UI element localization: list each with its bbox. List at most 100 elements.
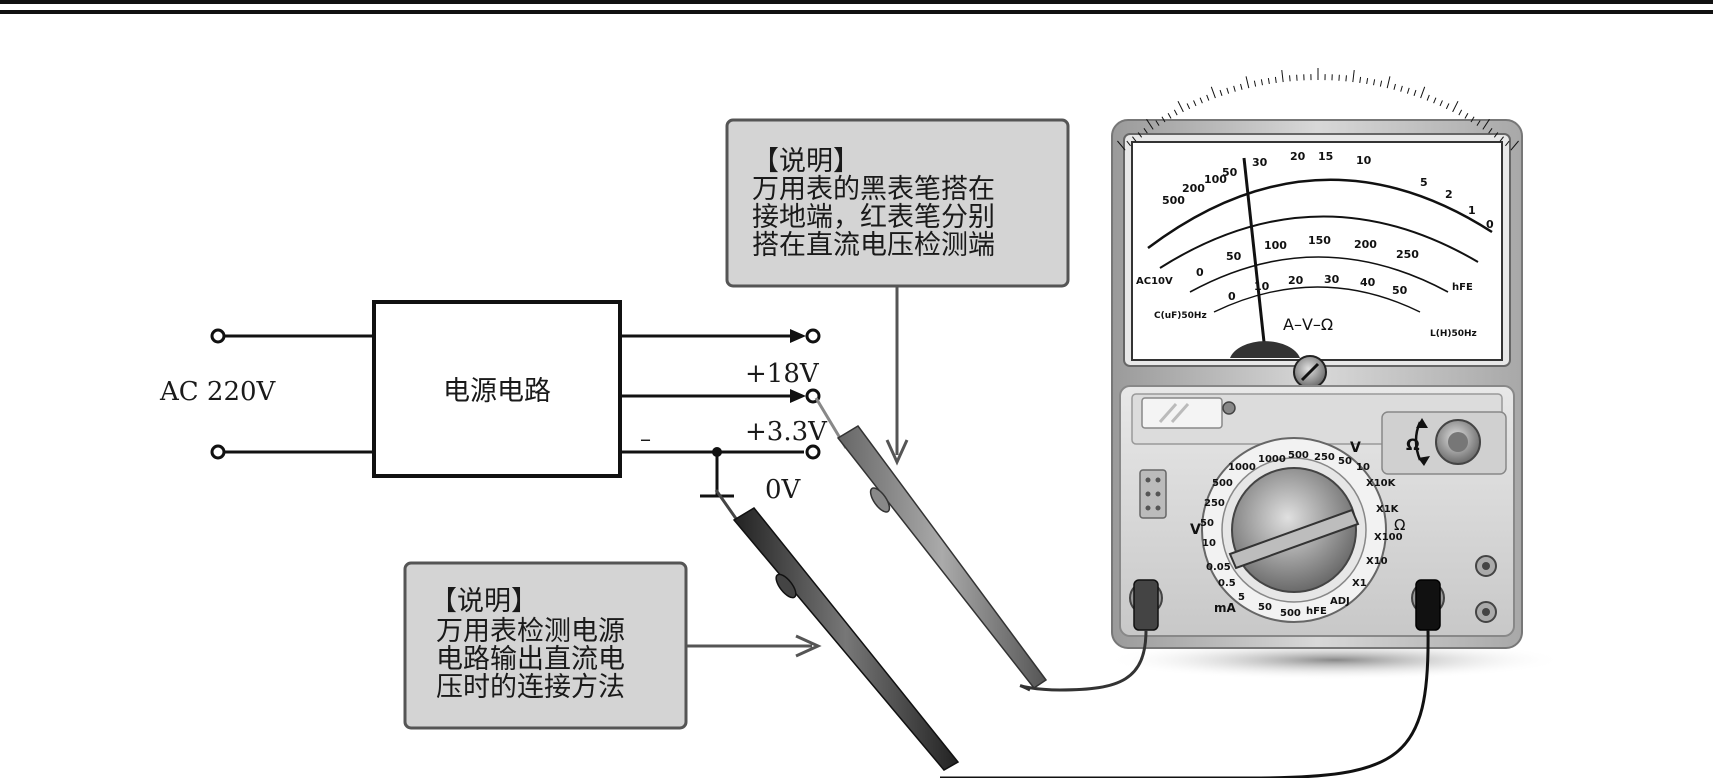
scale-tick (1393, 83, 1396, 90)
scale-tick (1439, 100, 1443, 107)
svg-text:hFE: hFE (1306, 606, 1327, 617)
ohm-scale-arc (1147, 178, 1493, 249)
scale-tick (1420, 86, 1426, 99)
scale-tick (1137, 132, 1143, 138)
lead-wire-gray (1018, 629, 1148, 692)
scale-tick (1379, 80, 1383, 87)
note-top-line-2: 接地端，红表笔分别 (752, 202, 995, 233)
scale-tick (1488, 128, 1493, 134)
input-terminal-top (210, 328, 226, 344)
scale-tick (1452, 100, 1459, 113)
output-3v3-label: +3.3V (745, 417, 828, 447)
hfe-socket (1139, 469, 1167, 519)
svg-text:10: 10 (1202, 538, 1216, 549)
svg-text:250: 250 (1314, 452, 1335, 463)
svg-text:20: 20 (1290, 150, 1306, 163)
top-rule-thick (0, 0, 1713, 4)
scale-tick (1400, 85, 1403, 92)
power-circuit-box (372, 300, 622, 478)
svg-text:50: 50 (1392, 284, 1408, 297)
svg-text:30: 30 (1252, 156, 1268, 169)
note-top-line-3: 搭在直流电压检测端 (752, 230, 995, 261)
dial-ma-label: mA (1214, 601, 1237, 615)
power-circuit-label: 电源电路 (443, 376, 551, 407)
scale-tick (1233, 85, 1236, 92)
scale-tick (1219, 89, 1223, 96)
dial-ohm-label: Ω (1394, 516, 1405, 534)
red-probe[interactable] (814, 397, 1048, 690)
label-lh: L(H)50Hz (1430, 329, 1477, 339)
svg-text:250: 250 (1396, 248, 1419, 261)
scale-tick (1143, 128, 1148, 134)
svg-text:500: 500 (1280, 608, 1301, 619)
scale-tick (1132, 136, 1137, 142)
meter-needle (1242, 157, 1266, 343)
black-probe[interactable] (714, 489, 960, 771)
svg-text:50: 50 (1338, 456, 1352, 467)
svg-text:5: 5 (1420, 176, 1428, 189)
dial-v-label: V (1350, 440, 1361, 456)
function-label: A–V–Ω (1283, 315, 1333, 334)
svg-text:150: 150 (1308, 234, 1331, 247)
circuit-block: AC 220V 电源电路 +18V +3.3V – 0V (159, 300, 828, 505)
svg-text:15: 15 (1318, 150, 1333, 163)
scale-tick (1493, 132, 1499, 138)
input-voltage-label: AC 220V (159, 377, 277, 407)
scale-tick (1155, 120, 1160, 126)
label-hfe: hFE (1452, 282, 1473, 293)
svg-text:X10: X10 (1366, 556, 1388, 567)
svg-text:50: 50 (1226, 250, 1242, 263)
note-bottom-line-3: 压时的连接方法 (436, 672, 625, 703)
scale-tick (1505, 140, 1510, 147)
svg-text:0: 0 (1228, 290, 1236, 303)
scale-tick (1510, 140, 1519, 151)
svg-text:1000: 1000 (1228, 462, 1256, 473)
svg-text:10: 10 (1356, 462, 1370, 473)
svg-text:1000: 1000 (1258, 454, 1286, 465)
output-18v-label: +18V (745, 359, 820, 389)
scale-tick (1167, 112, 1172, 119)
scale-tick (1199, 97, 1203, 104)
scale-tick (1482, 119, 1490, 130)
svg-text:X100: X100 (1374, 532, 1403, 543)
svg-text:0.5: 0.5 (1218, 578, 1236, 589)
indicator-led (1222, 401, 1236, 415)
dial-range-labels: 1000 500 250 50 10 X10K X1K X100 X10 X1 … (1200, 450, 1403, 619)
scale-tick (1161, 116, 1166, 123)
scale-tick (1117, 140, 1126, 151)
cap-scale-arc (1213, 286, 1421, 313)
label-ac10v: AC10V (1136, 276, 1173, 287)
scale-tick (1352, 70, 1355, 83)
scale-tick (1499, 136, 1504, 142)
scale-tick (1210, 86, 1216, 99)
minus-sign: – (640, 427, 651, 452)
svg-text:250: 250 (1204, 498, 1225, 509)
svg-text:0: 0 (1486, 218, 1494, 231)
scale-tick (1126, 140, 1131, 147)
acv-scale-arc (1189, 256, 1449, 293)
black-probe-plug (1133, 579, 1159, 631)
svg-text:0: 0 (1196, 266, 1204, 279)
scale-tick (1186, 103, 1191, 110)
dcv-scale-arc (1159, 215, 1479, 269)
dial-acv-label: V (1190, 522, 1201, 538)
scale-tick (1240, 83, 1243, 90)
svg-text:200: 200 (1354, 238, 1377, 251)
range-selector-pointer (1228, 508, 1360, 570)
scale-tick (1253, 80, 1257, 87)
scale-numbers: 500 200 100 50 30 20 15 10 5 2 1 0 0 50 … (1162, 150, 1494, 303)
input-terminal-bottom (210, 444, 226, 460)
scale-tick (1206, 94, 1210, 101)
scale-tick (1226, 87, 1230, 94)
note-bottom-line-1: 万用表检测电源 (436, 616, 625, 647)
scale-tick (1260, 79, 1263, 86)
output-terminal-1 (805, 328, 821, 344)
svg-text:0.05: 0.05 (1206, 562, 1231, 573)
svg-text:200: 200 (1182, 182, 1205, 195)
scale-tick (1177, 100, 1184, 113)
scale-ticks (1117, 68, 1519, 151)
svg-text:500: 500 (1212, 478, 1233, 489)
svg-text:ADJ: ADJ (1330, 596, 1350, 607)
scale-tick (1413, 89, 1417, 96)
